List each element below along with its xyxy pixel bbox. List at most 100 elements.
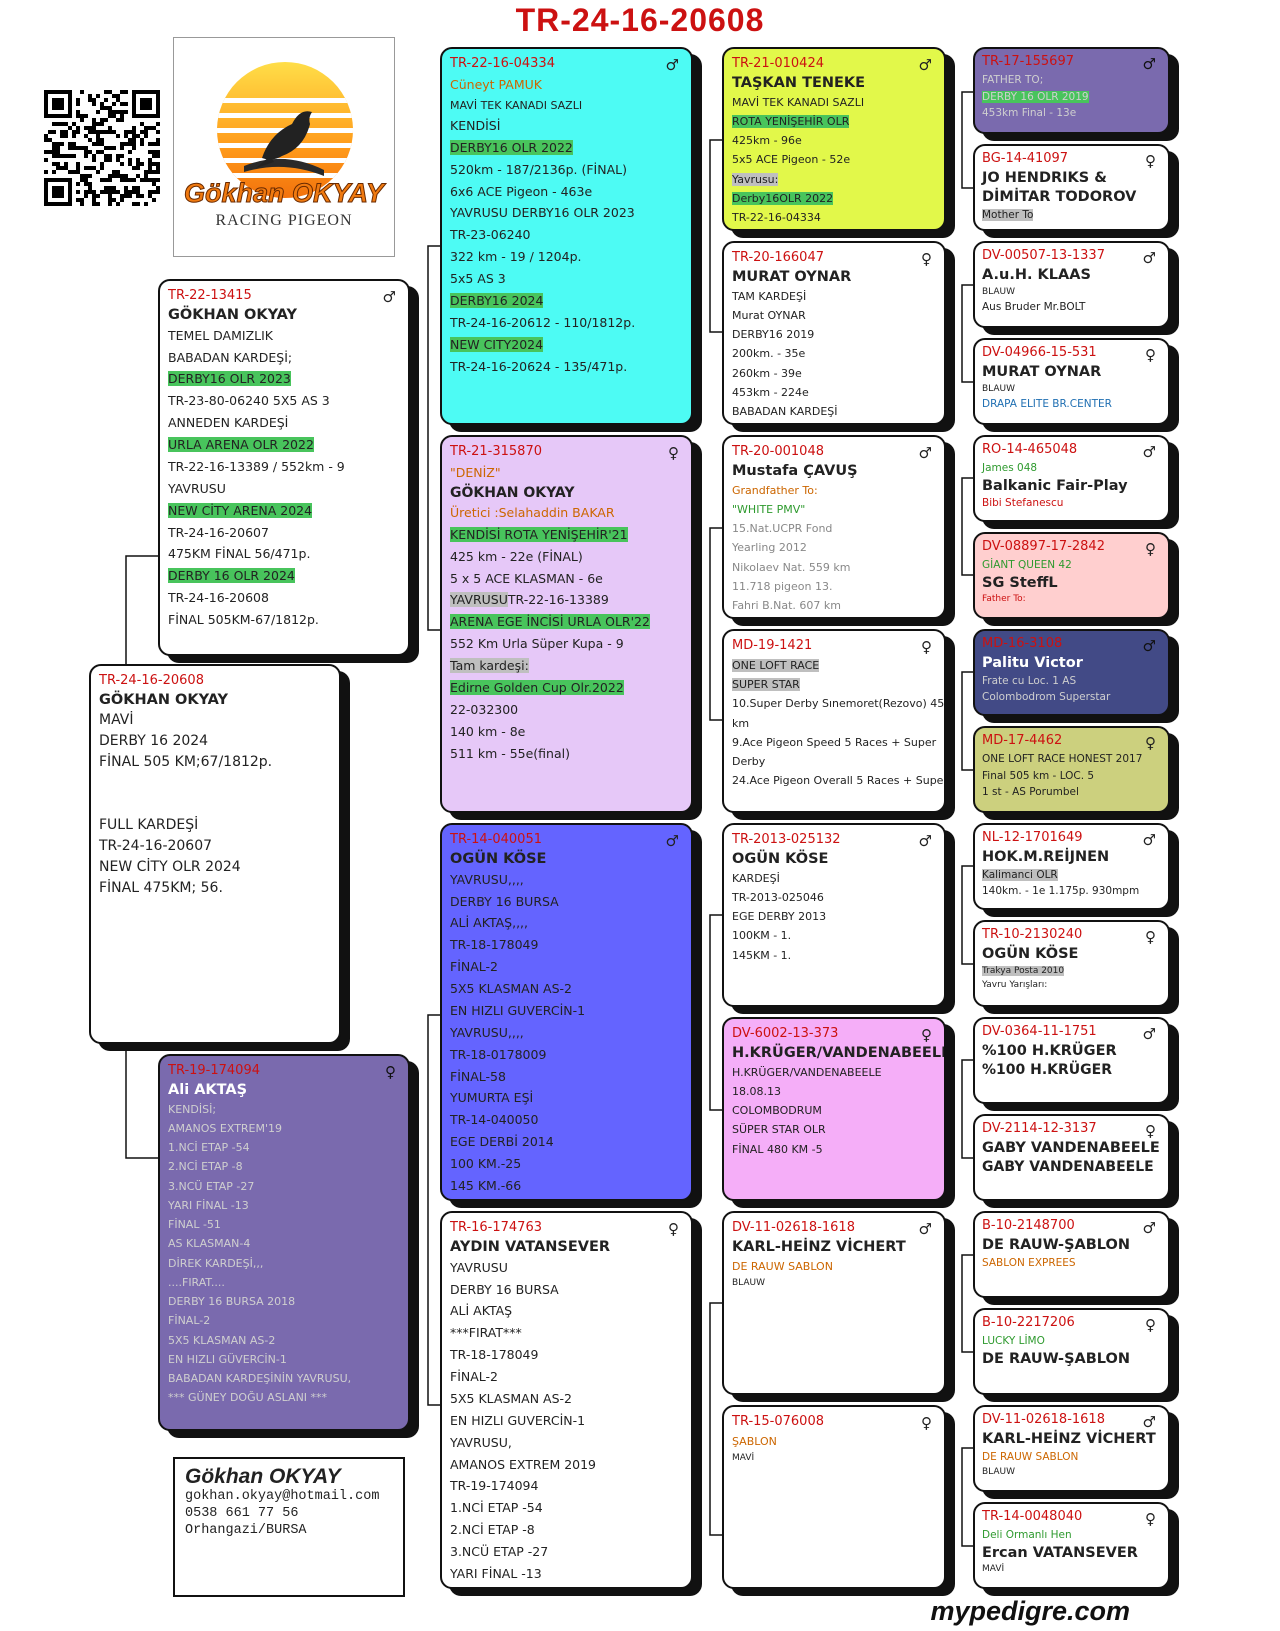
card-line: YAVRUSU	[168, 478, 400, 500]
card-line: 3.NCÜ ETAP -27	[450, 1541, 683, 1563]
card-line: GABY VANDENABEELE	[982, 1158, 1161, 1176]
card-line-text: EN HIZLI GUVERCİN-1	[450, 1002, 586, 1018]
card-line-text: Frate cu Loc. 1 AS	[982, 674, 1077, 687]
card-line-text: ŞABLON	[732, 1434, 777, 1448]
card-line: EN HIZLI GUVERCİN-1	[450, 1000, 683, 1022]
ring-number: TR-22-16-04334	[450, 56, 555, 71]
card-line: BABADAN KARDEŞİNİN YAVRUSU,	[168, 1369, 400, 1388]
card-line-text: GÖKHAN OKYAY	[450, 484, 575, 501]
card-line-text: TR-23-80-06240 5X5 AS 3	[168, 393, 330, 409]
card-line: 145KM - 1.	[732, 946, 936, 965]
ring-number: DV-11-02618-1618	[732, 1220, 855, 1235]
card-line-text: 5 x 5 ACE KLASMAN - 6e	[450, 570, 603, 586]
card-line-text: Aus Bruder Mr.BOLT	[982, 301, 1086, 314]
card-line: TR-24-16-20624 - 135/471p.	[450, 356, 683, 378]
ring-number: DV-00507-13-1337	[982, 248, 1105, 263]
card-line: DERBY 16 BURSA 2018	[168, 1292, 400, 1311]
card-line: Yavrusu:	[732, 170, 936, 189]
card-line: Derby16OLR 2022	[732, 189, 936, 208]
card-line-text: 1.NCİ ETAP -54	[168, 1141, 250, 1155]
card-line: James 048	[982, 460, 1161, 477]
ring-number: DV-08897-17-2842	[982, 539, 1105, 554]
female-icon: ♀	[1145, 1510, 1156, 1528]
card-line-text: YARI FİNAL -13	[450, 1565, 542, 1581]
card-line: KENDİSİ ROTA YENİŞEHİR'21	[450, 524, 683, 546]
card-line: Grandfather To:	[732, 481, 936, 500]
ring-number: DV-6002-13-373	[732, 1026, 839, 1041]
card-line: 24.Ace Pigeon Overall 5 Races + Super	[732, 771, 944, 790]
card-line-text: 511 km - 55e(final)	[450, 745, 570, 761]
female-icon: ♀	[668, 1220, 679, 1238]
female-icon: ♀	[921, 250, 932, 268]
card-line-text: Yavrusu:	[732, 172, 779, 186]
subject-line: MAVİ	[99, 711, 134, 728]
card-line: ONE LOFT RACE HONEST 2017	[982, 751, 1161, 768]
ring-number: TR-20-166047	[732, 250, 824, 265]
subject-line: TR-24-16-20607	[99, 837, 213, 854]
male-icon: ♂	[1142, 637, 1156, 655]
footer-site[interactable]: mypedigre.com	[930, 1596, 1130, 1626]
female-icon: ♀	[1145, 734, 1156, 752]
card-line-text: 145KM - 1.	[732, 948, 792, 962]
card-line: MAVİ	[982, 1562, 1161, 1576]
card-line: Tam kardeşi:	[450, 655, 683, 677]
logo-subtitle: RACING PIGEON	[215, 212, 353, 229]
card-line-text: LUCKY LİMO	[982, 1334, 1045, 1347]
card-line-text: MAVİ TEK KANADI SAZLI	[450, 98, 583, 112]
card-line: Frate cu Loc. 1 AS	[982, 673, 1161, 690]
card-line-text: ONE LOFT RACE	[732, 658, 820, 672]
card-line: 511 km - 55e(final)	[450, 743, 683, 765]
card-line-text: Colombodrom Superstar	[982, 691, 1111, 704]
card-line-text: 145 KM.-66	[450, 1177, 522, 1193]
pigeon-owner-name: KARL-HEİNZ VİCHERT	[982, 1430, 1156, 1447]
card-line-text: TR-18-178049	[450, 937, 539, 953]
card-line-text: DERBY 16 BURSA	[450, 1281, 559, 1297]
card-line-text: AS KLASMAN-4	[168, 1237, 251, 1251]
pedigree-card-g11[interactable]: ♂DV-0364-11-1751%100 H.KRÜGER%100 H.KRÜG…	[973, 1017, 1170, 1104]
card-line: COLOMBODRUM	[732, 1101, 936, 1120]
card-line: YAVRUSU,,,,	[450, 1022, 683, 1044]
pigeon-owner-name: Balkanic Fair-Play	[982, 477, 1128, 494]
card-line: 200km. - 35e	[732, 344, 936, 363]
card-line: EN HIZLI GUVERCİN-1	[450, 1410, 683, 1432]
subject-line	[99, 773, 331, 794]
card-line: H.KRÜGER/VANDENABEELE	[732, 1063, 936, 1082]
card-line: FİNAL -51	[168, 1215, 400, 1234]
card-line: Aus Bruder Mr.BOLT	[982, 299, 1161, 316]
card-line-text: MAVİ	[732, 1453, 755, 1464]
contact-email[interactable]: gokhan.okyay@hotmail.com	[185, 1489, 380, 1504]
logo: Gökhan OKYAY RACING PIGEON	[173, 37, 395, 257]
card-line: FİNAL-2	[168, 1311, 400, 1330]
card-line: URLA ARENA OLR 2022	[168, 434, 400, 456]
